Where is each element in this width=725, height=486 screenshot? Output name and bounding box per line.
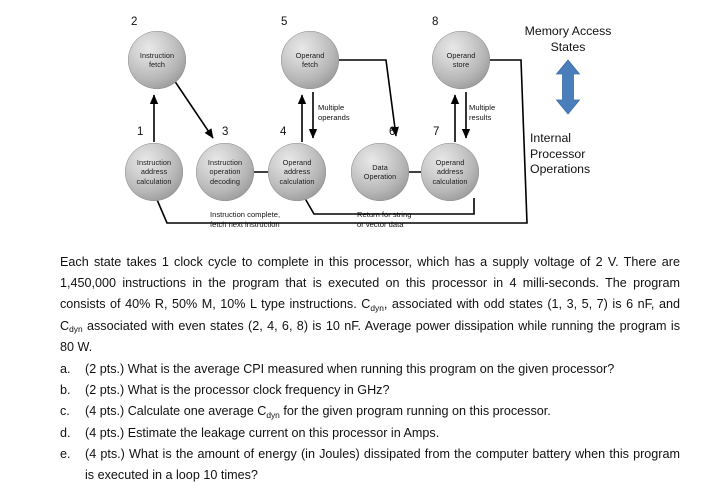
state-node-8-label: Operand store <box>446 50 476 69</box>
state-number-1: 1 <box>137 126 144 138</box>
question-list: a. (2 pts.) What is the average CPI meas… <box>60 359 680 486</box>
edge-label-return-for-string: Return for string or vector data <box>357 210 412 229</box>
question-text-d: (4 pts.) Estimate the leakage current on… <box>85 425 440 440</box>
edge-instruction-complete-feedback <box>151 59 528 224</box>
state-number-6: 6 <box>389 126 396 138</box>
state-number-7: 7 <box>433 126 440 138</box>
question-marker-a: a. <box>60 362 71 377</box>
state-node-5[interactable]: Operand fetch <box>281 31 339 89</box>
state-node-4[interactable]: Operand address calculation <box>268 143 326 201</box>
question-item-a: a. (2 pts.) What is the average CPI meas… <box>60 359 680 380</box>
state-number-8: 8 <box>432 16 439 28</box>
question-marker-b: b. <box>60 383 71 398</box>
question-marker-d: d. <box>60 425 71 440</box>
legend-internal-processor-operations: Internal Processor Operations <box>530 131 591 176</box>
state-node-3[interactable]: Instruction operation decoding <box>196 143 254 201</box>
question-text-e: (4 pts.) What is the amount of energy (i… <box>85 446 680 483</box>
instruction-cycle-diagram: Instruction address calculation Instruct… <box>125 16 612 229</box>
state-node-7[interactable]: Operand address calculation <box>421 143 479 201</box>
edge-2-to-3 <box>173 79 214 139</box>
question-item-b: b. (2 pts.) What is the processor clock … <box>60 380 680 401</box>
question-text-a: (2 pts.) What is the average CPI measure… <box>85 362 615 377</box>
question-marker-c: c. <box>60 404 70 419</box>
question-text-c: (4 pts.) Calculate one average Cdyn for … <box>85 404 551 420</box>
edge-return-for-string-feedback <box>298 187 475 215</box>
state-node-3-label: Instruction operation decoding <box>207 158 243 186</box>
question-item-e: e. (4 pts.) What is the amount of energy… <box>60 444 680 486</box>
state-node-2-label: Instruction fetch <box>139 50 175 69</box>
edge-label-instruction-complete: Instruction complete, fetch next instruc… <box>210 210 281 229</box>
diagram-connectors <box>149 59 581 224</box>
problem-statement: Each state takes 1 clock cycle to comple… <box>60 255 680 354</box>
state-node-4-label: Operand address calculation <box>279 158 315 186</box>
edge-label-multiple-operands: Multiple operands <box>318 103 350 122</box>
question-marker-e: e. <box>60 446 71 461</box>
state-node-6[interactable]: Data Operation <box>351 143 409 201</box>
edge-5-to-6 <box>339 59 399 137</box>
question-text-b: (2 pts.) What is the processor clock fre… <box>85 383 390 398</box>
state-node-8[interactable]: Operand store <box>432 31 490 89</box>
state-node-6-label: Data Operation <box>363 162 397 181</box>
edge-label-multiple-results: Multiple results <box>469 103 496 122</box>
state-node-5-label: Operand fetch <box>295 50 325 69</box>
problem-text-region: Each state takes 1 clock cycle to comple… <box>60 252 680 486</box>
state-number-3: 3 <box>222 126 229 138</box>
memory-internal-double-arrow <box>555 59 581 115</box>
state-node-2[interactable]: Instruction fetch <box>128 31 186 89</box>
state-number-5: 5 <box>281 16 288 28</box>
state-node-1-label: Instruction address calculation <box>136 158 172 186</box>
legend-memory-access-states: Memory Access States <box>524 24 612 54</box>
question-item-d: d. (4 pts.) Estimate the leakage current… <box>60 423 680 444</box>
state-number-4: 4 <box>280 126 287 138</box>
state-node-1[interactable]: Instruction address calculation <box>125 143 183 201</box>
state-node-7-label: Operand address calculation <box>432 158 468 186</box>
question-item-c: c. (4 pts.) Calculate one average Cdyn f… <box>60 401 680 422</box>
state-number-2: 2 <box>131 16 138 28</box>
